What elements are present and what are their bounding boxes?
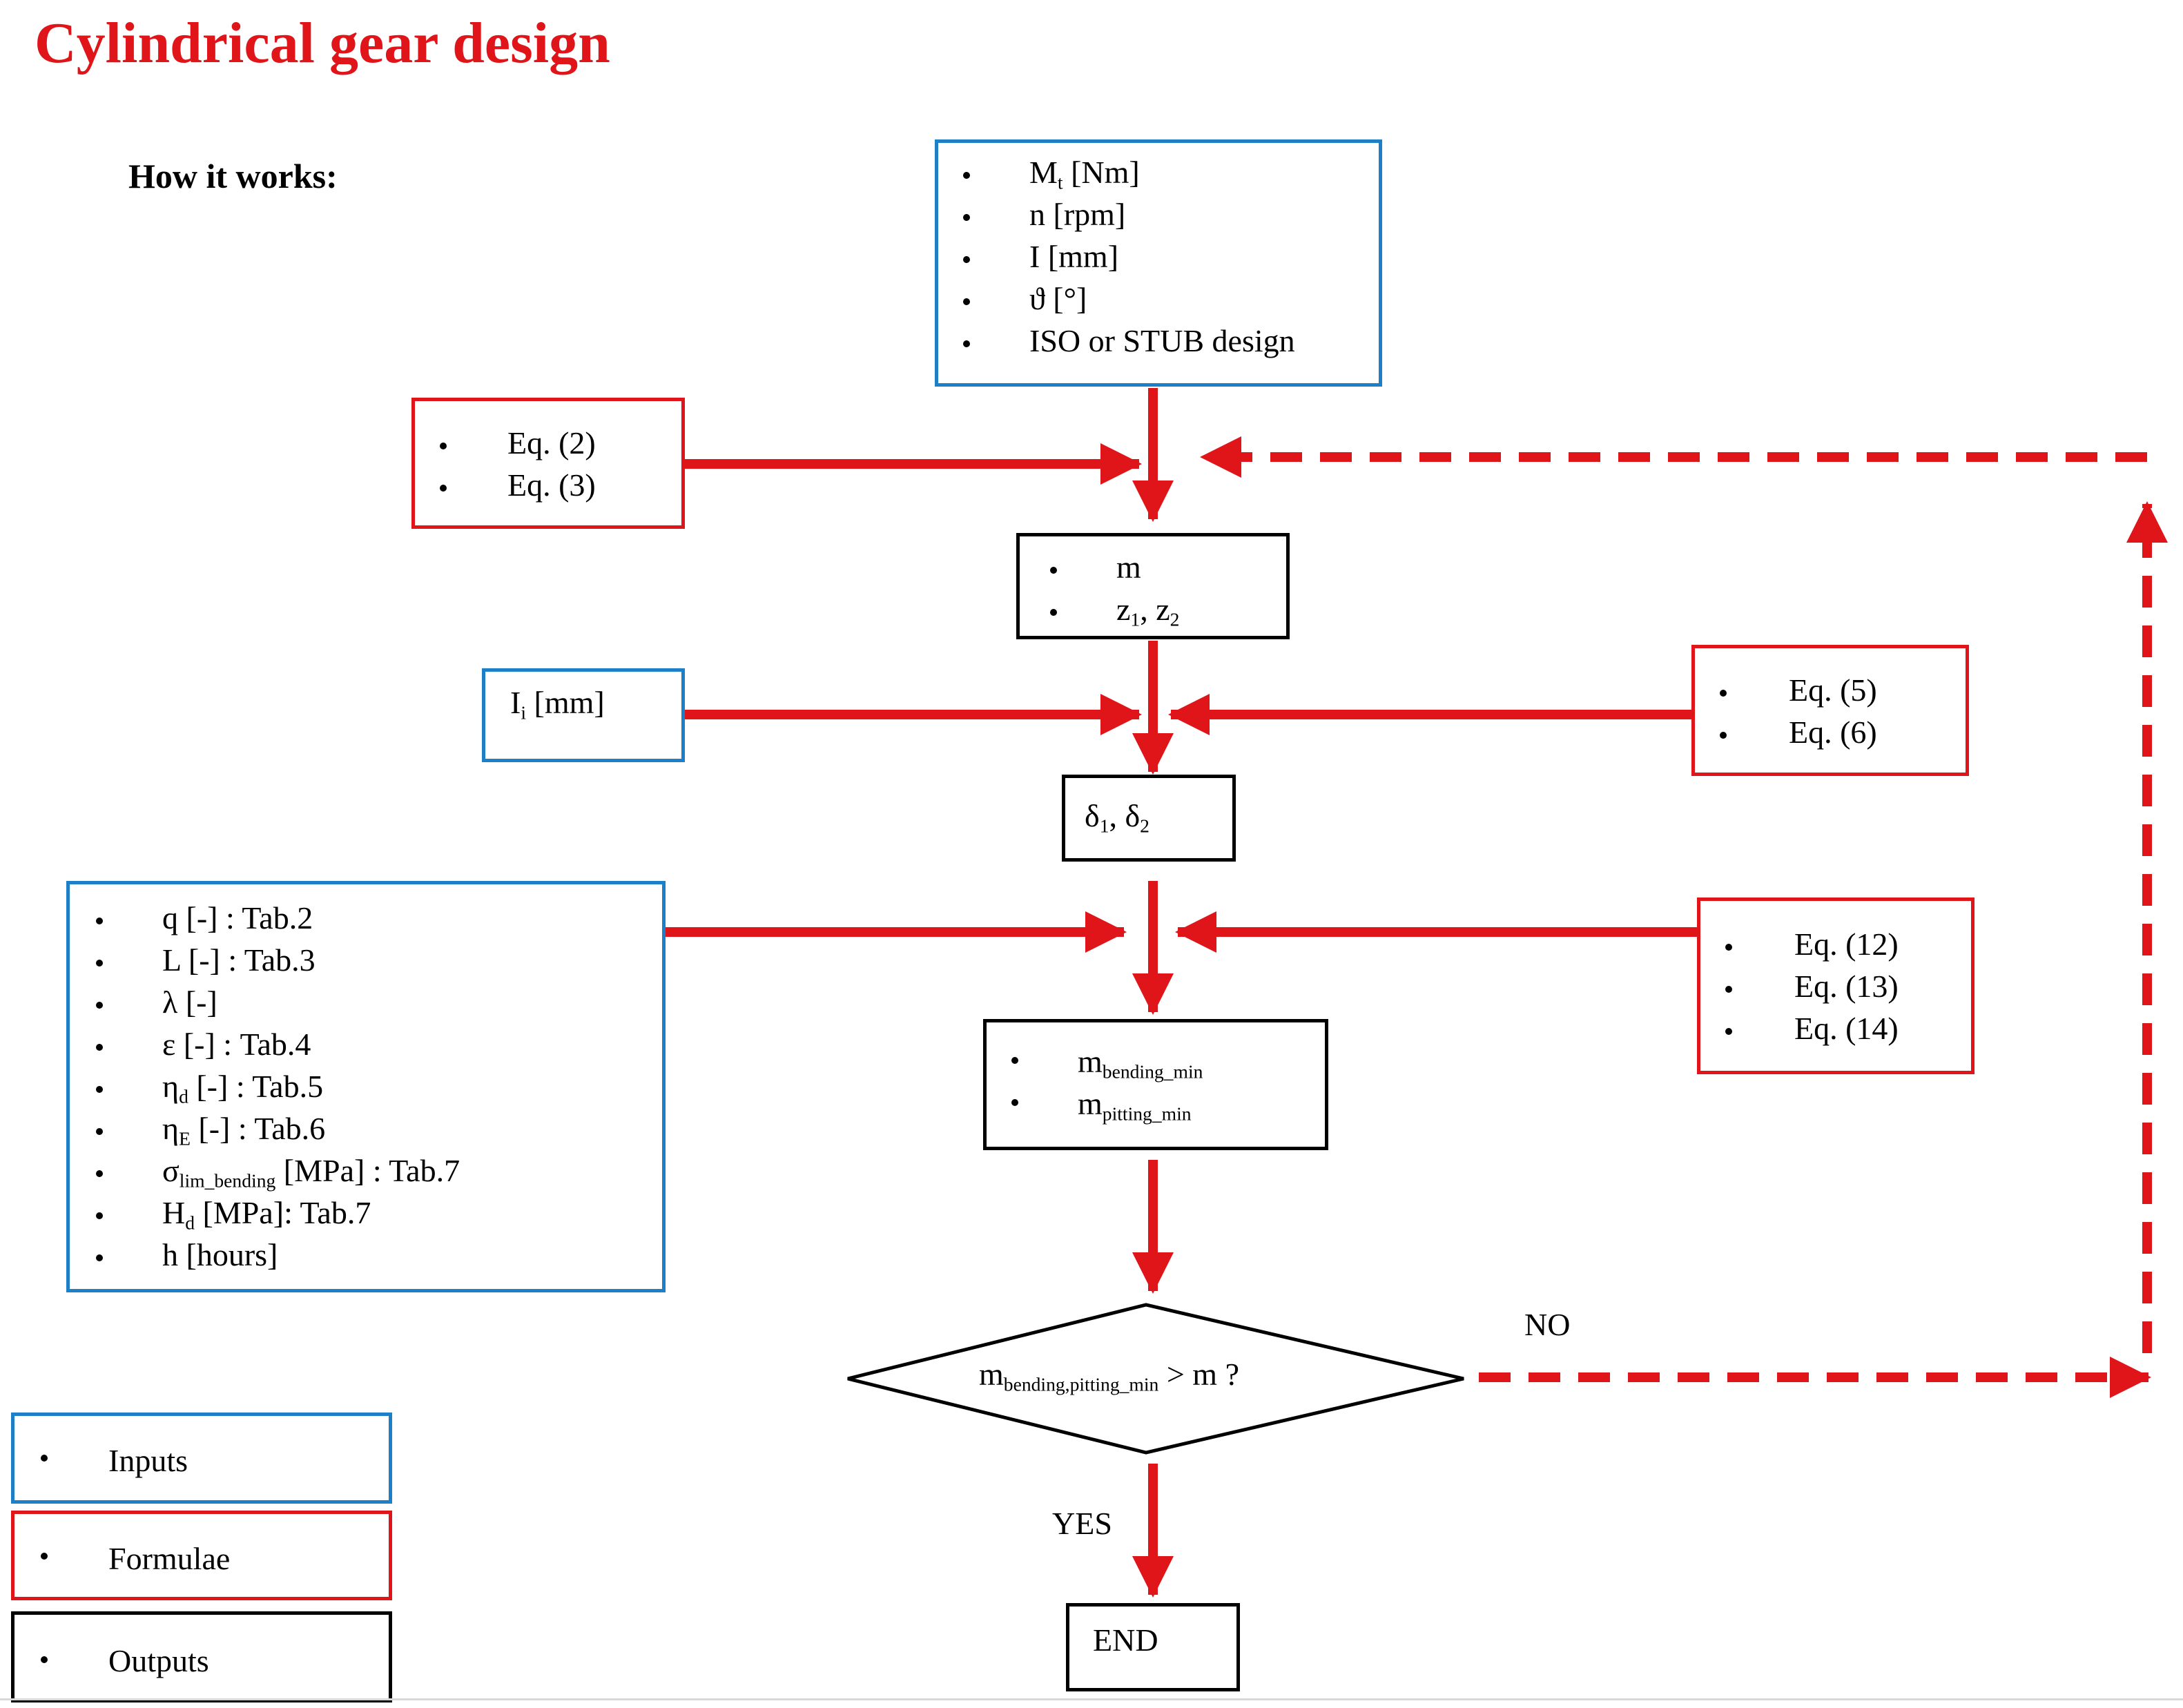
bullet-icon xyxy=(1011,1057,1018,1064)
bullet-icon xyxy=(41,1455,48,1462)
formula-box-2: Eq. (5) Eq. (6) xyxy=(1691,645,1969,776)
bullet-icon xyxy=(1720,732,1727,739)
bullet-icon xyxy=(96,1086,103,1093)
decision-text: mbending,pitting_min > m ? xyxy=(979,1357,1239,1395)
bullet-icon xyxy=(41,1656,48,1663)
bullet-icon xyxy=(1050,609,1057,616)
output-box-delta: δ1, δ2 xyxy=(1062,775,1236,862)
input-li-text: Ii [mm] xyxy=(510,685,605,724)
output-box-m: m z1, z2 xyxy=(1016,533,1290,639)
formula-box-1: Eq. (2) Eq. (3) xyxy=(411,398,685,529)
bullet-icon xyxy=(96,1254,103,1261)
bullet-icon xyxy=(1725,1028,1732,1035)
bottom-rule xyxy=(0,1698,2183,1700)
bullet-icon xyxy=(1011,1099,1018,1106)
bullet-icon xyxy=(1725,944,1732,951)
bullet-icon xyxy=(96,1128,103,1135)
yes-label: YES xyxy=(1052,1506,1112,1541)
decision-diamond xyxy=(847,1303,1464,1455)
bullet-icon xyxy=(1725,986,1732,993)
bullet-icon xyxy=(96,918,103,924)
end-box: END xyxy=(1066,1603,1240,1691)
bullet-icon xyxy=(96,960,103,967)
formula-box-3: Eq. (12) Eq. (13) Eq. (14) xyxy=(1697,897,1975,1074)
bullet-icon xyxy=(963,298,970,305)
bullet-icon xyxy=(96,1044,103,1051)
how-it-works-heading: How it works: xyxy=(128,157,338,195)
bullet-icon xyxy=(963,214,970,221)
bullet-icon xyxy=(963,340,970,347)
legend-inputs: Inputs xyxy=(11,1413,392,1504)
bullet-icon xyxy=(96,1002,103,1009)
end-label: END xyxy=(1093,1622,1158,1658)
page-title: Cylindrical gear design xyxy=(35,11,610,75)
input-box-li: Ii [mm] xyxy=(482,668,685,762)
legend-formulae: Formulae xyxy=(11,1511,392,1600)
bullet-icon xyxy=(440,485,447,492)
output-box-min: mbending_min mpitting_min xyxy=(983,1019,1328,1150)
no-label: NO xyxy=(1524,1307,1571,1342)
bullet-icon xyxy=(963,172,970,179)
bullet-icon xyxy=(41,1553,48,1560)
bullet-icon xyxy=(440,443,447,449)
inputs-main-box: Mt [Nm] n [rpm] I [mm] ϑ [°] ISO or STUB… xyxy=(935,139,1382,387)
inputs-params-box: q [-] : Tab.2 L [-] : Tab.3 λ [-] ε [-] … xyxy=(66,881,666,1292)
bullet-icon xyxy=(1720,690,1727,697)
legend-outputs: Outputs xyxy=(11,1611,392,1702)
output-delta-text: δ1, δ2 xyxy=(1085,798,1149,837)
bullet-icon xyxy=(96,1212,103,1219)
bullet-icon xyxy=(96,1170,103,1177)
bullet-icon xyxy=(1050,567,1057,574)
bullet-icon xyxy=(963,256,970,263)
